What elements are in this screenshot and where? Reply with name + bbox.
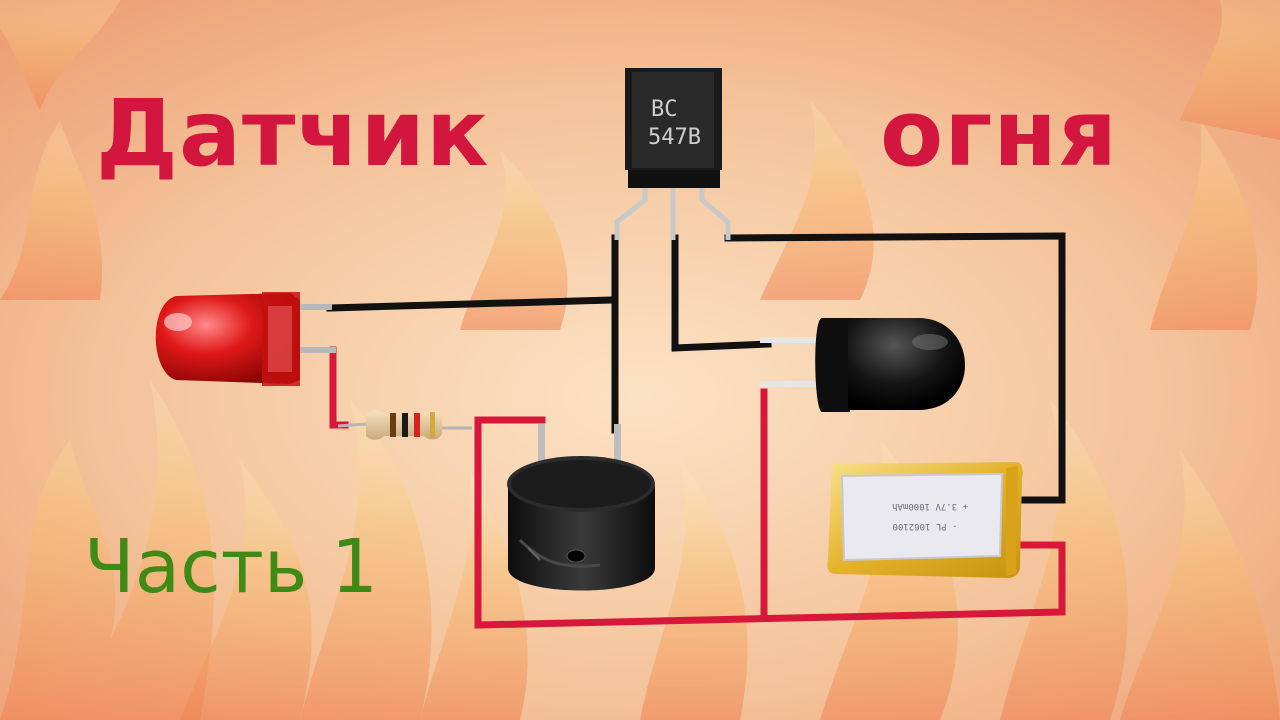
- transistor-emitter-leg: [614, 188, 648, 240]
- wire-base-to-sensor: [671, 234, 772, 352]
- ir-flame-sensor-icon: [760, 318, 966, 412]
- wire-collector-to-battery: [724, 232, 1066, 504]
- transistor-icon: BC 547B: [614, 68, 731, 240]
- buzzer-icon: [507, 424, 655, 591]
- wire-led-to-emitter: [326, 296, 616, 312]
- transistor-collector-leg: [699, 188, 731, 240]
- transistor-marking-2: 547B: [648, 125, 701, 150]
- wire-buzzer-loop: [474, 416, 1066, 629]
- title-right-word: огня: [880, 80, 1118, 187]
- title-left-word: Датчик: [96, 80, 490, 187]
- black-wires: [326, 232, 1066, 504]
- battery-label-2: - PL 1062100: [892, 521, 957, 531]
- battery-label-1: + 3.7V 1000mAh: [892, 501, 968, 511]
- buzzer-sound-hole: [566, 549, 586, 563]
- red-led-icon: [155, 292, 336, 386]
- part-label: Часть 1: [84, 524, 379, 610]
- resistor-icon: [337, 410, 472, 440]
- transistor-marking-1: BC: [651, 97, 678, 122]
- lipo-battery-icon: + 3.7V 1000mAh - PL 1062100: [827, 462, 1023, 578]
